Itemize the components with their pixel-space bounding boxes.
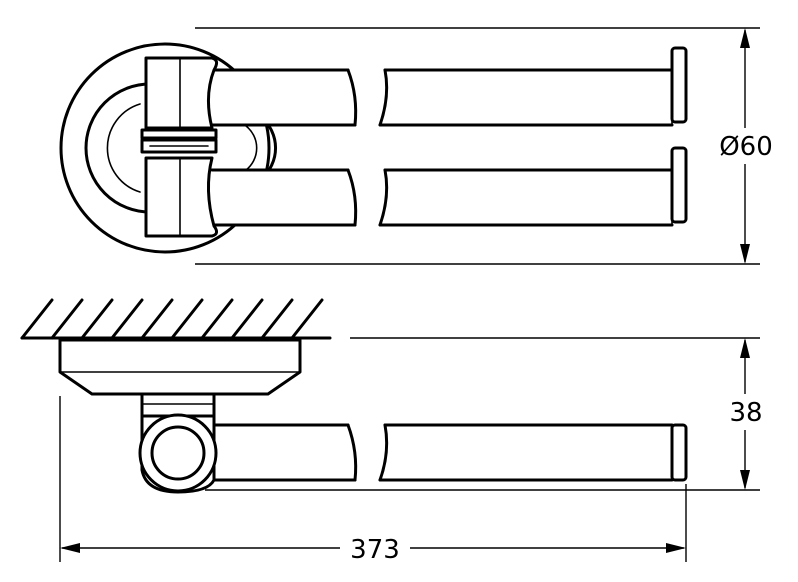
hinge-post [140,392,216,418]
flange-inner-ring-right-2 [245,125,258,171]
height-label: 38 [729,398,762,428]
side-flange [58,338,302,396]
diameter-dimension: Ø60 [712,28,780,264]
side-towel-bar [210,423,688,482]
flange-inner-ring-left [84,82,152,214]
lower-towel-bar [210,146,688,227]
wall-hatching [20,298,332,340]
flange-inner-ring-left-2 [106,103,141,193]
top-view: Ø60 [59,27,780,265]
diameter-label: Ø60 [719,132,773,162]
hinge-cylinder [138,413,218,494]
length-label: 373 [350,535,400,565]
length-dimension: 373 [59,396,687,566]
side-view: 38 373 [20,298,770,566]
flange-outer-circle [59,42,271,254]
upper-towel-bar [210,46,688,127]
height-dimension: 38 [722,338,770,490]
hinge-block [140,56,219,238]
